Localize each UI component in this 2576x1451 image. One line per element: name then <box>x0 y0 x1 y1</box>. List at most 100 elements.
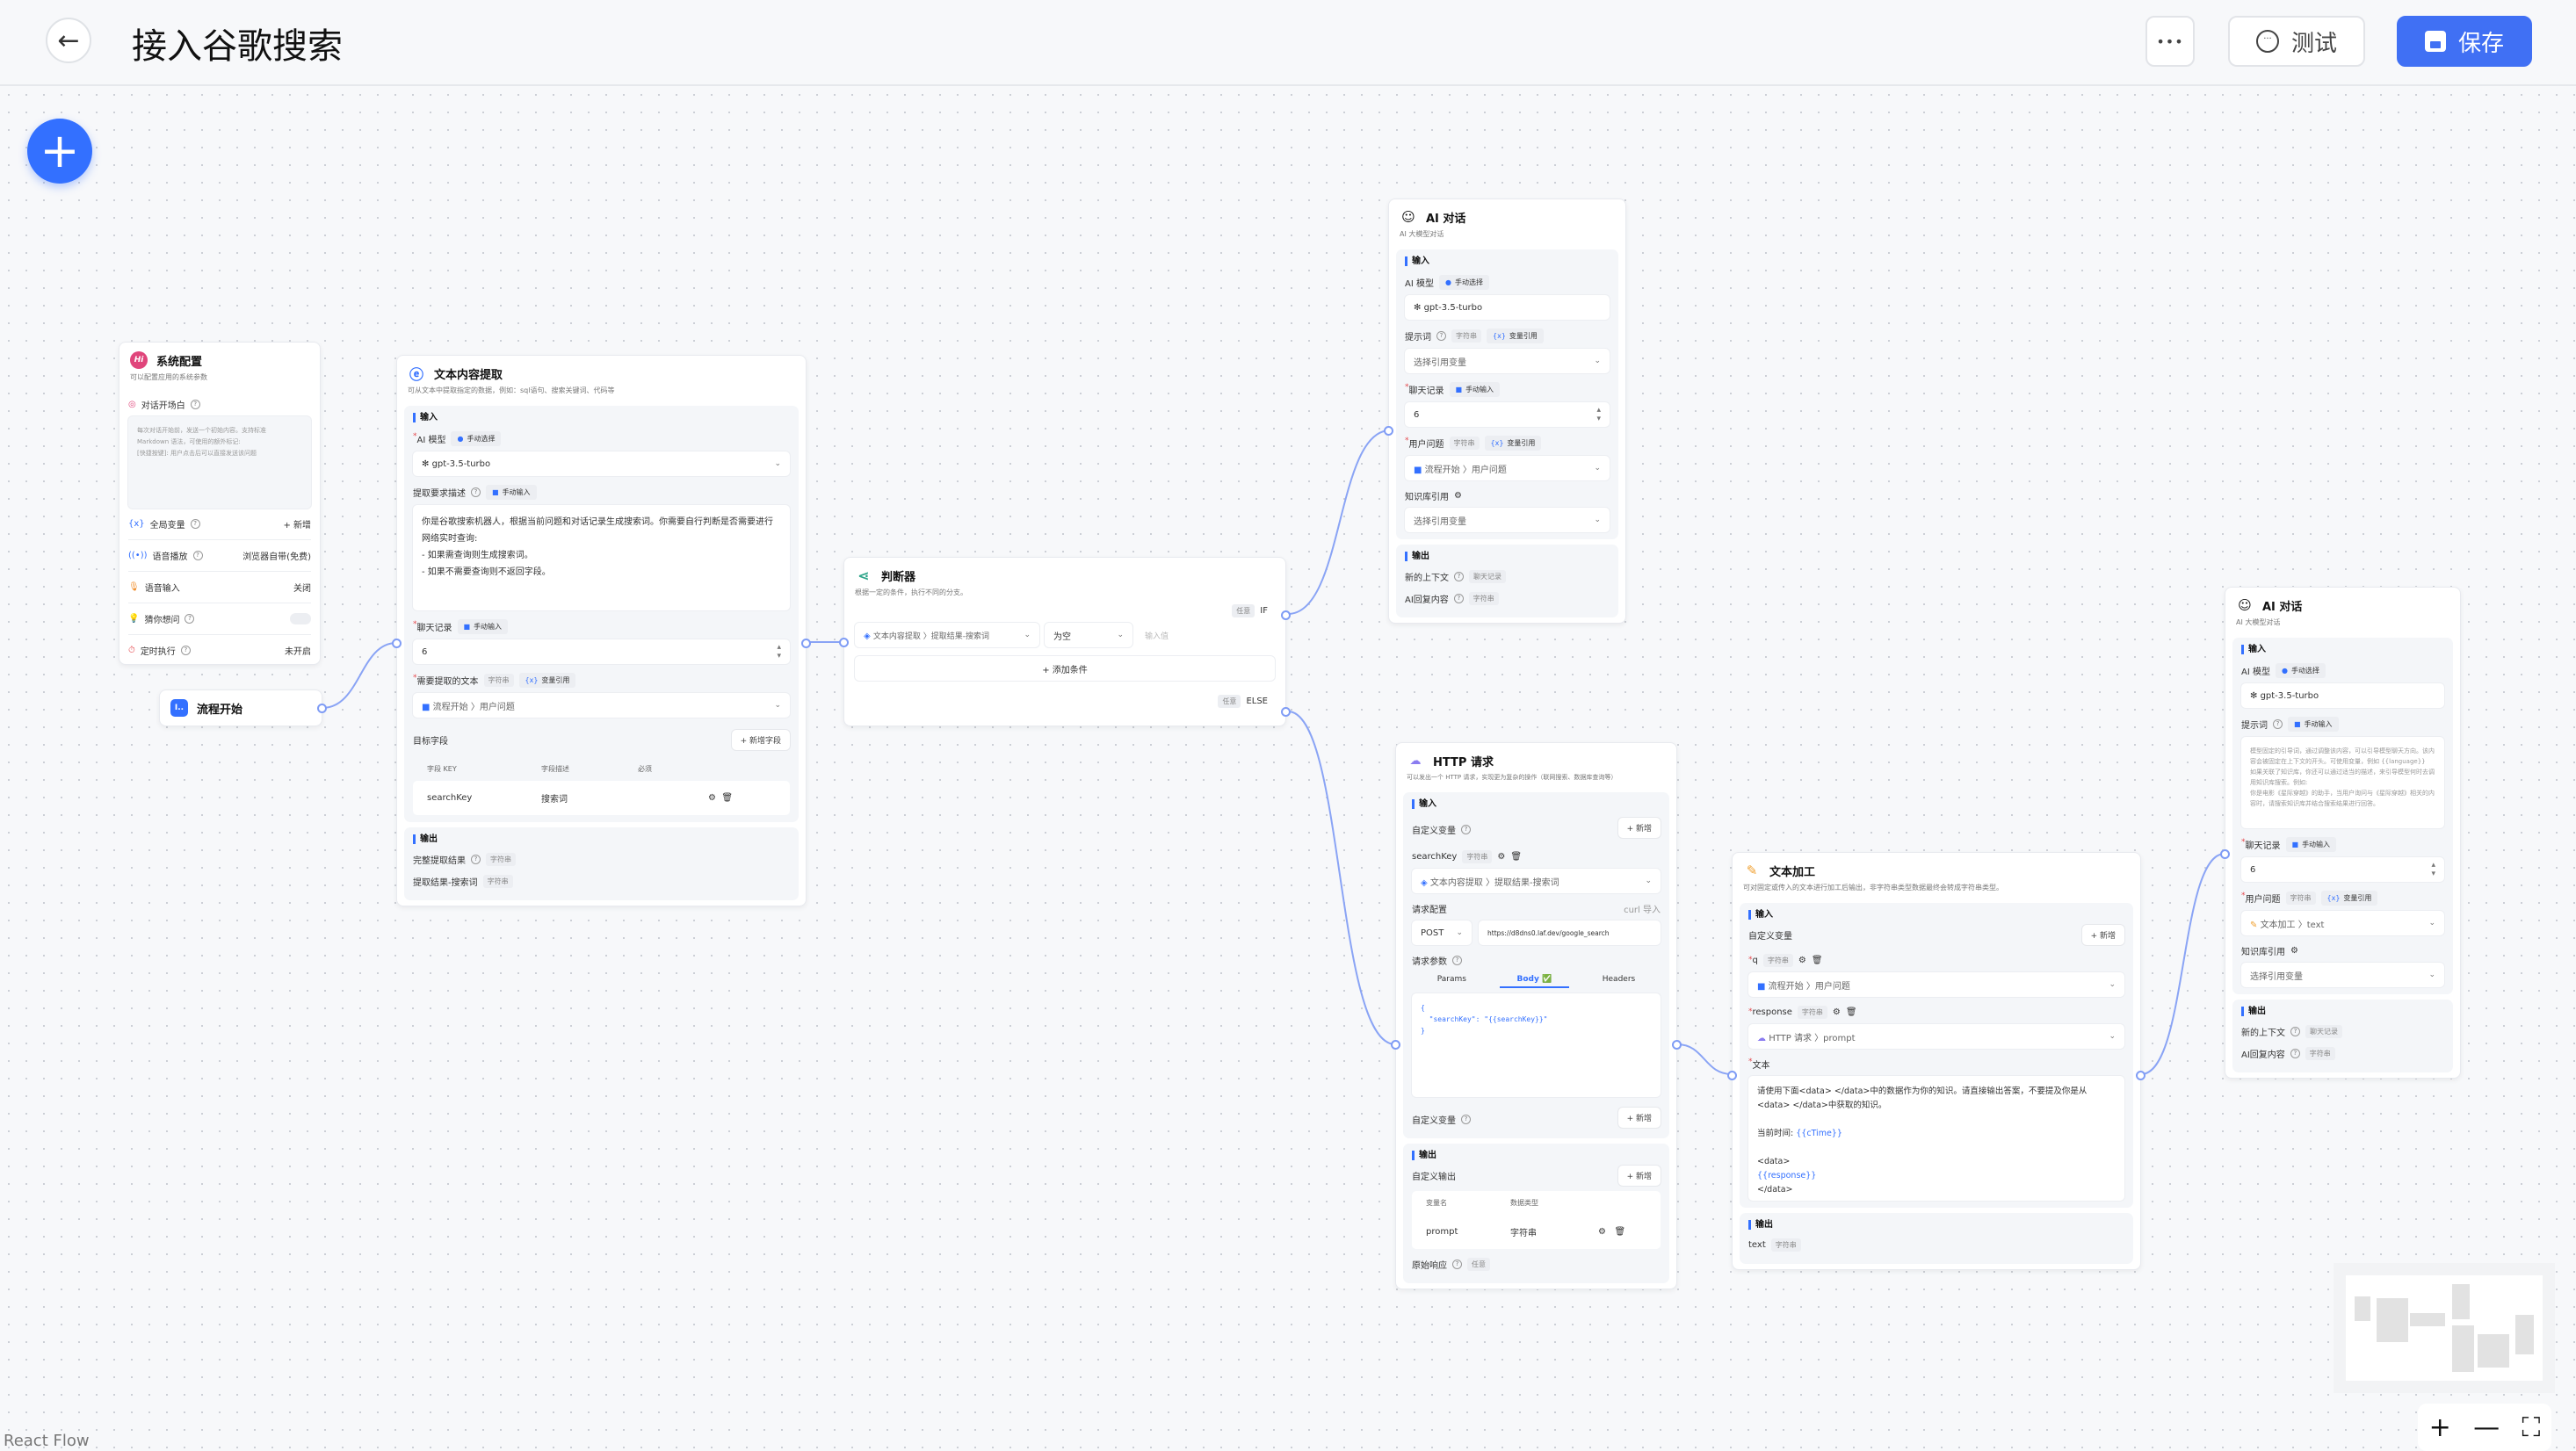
kb-select[interactable]: 选择引用变量⌄ <box>1405 508 1610 532</box>
add-field-button[interactable]: + 新增字段 <box>731 730 790 750</box>
model-select[interactable]: ✻ gpt-3.5-turbo⌄ <box>413 451 790 476</box>
zoom-out-icon[interactable]: — <box>2473 1411 2500 1443</box>
text-editor[interactable]: 请使用下面<data> </data>中的数据作为你的知识。请直接输出答案，不要… <box>1748 1076 2124 1201</box>
ai-chat-node-1[interactable]: ☺AI 对话 AI 大模型对话 输入 AI 模型●手动选择 ✻ gpt-3.5-… <box>1384 199 1626 624</box>
add-output-button[interactable]: + 新增 <box>1617 1166 1661 1186</box>
trash-icon[interactable]: 🗑 <box>1614 1227 1626 1237</box>
back-button[interactable]: ← <box>46 18 91 63</box>
gear-icon[interactable]: ⚙ <box>1798 956 1806 965</box>
condition-operator-select[interactable]: 为空⌄ <box>1045 623 1132 647</box>
source-badge[interactable]: ■手动输入 <box>2288 717 2339 732</box>
voice-input-row[interactable]: 🎙语音输入关闭 <box>128 572 311 603</box>
stepper-icon[interactable]: ▴▾ <box>777 643 781 661</box>
source-badge[interactable]: ■手动输入 <box>2285 837 2337 852</box>
source-badge[interactable]: {x}变量引用 <box>2320 891 2378 906</box>
opening-textarea[interactable]: 每次对话开始前，发送一个初始内容。支持标准 Markdown 语法，可使用的额外… <box>128 416 311 509</box>
condition-value-input[interactable]: 输入值 <box>1145 632 1169 641</box>
react-flow-attribution[interactable]: React Flow <box>4 1432 90 1450</box>
var-select[interactable]: ■ 流程开始 〉用户问题⌄ <box>1748 972 2124 997</box>
target-handle[interactable] <box>1727 1071 1737 1080</box>
more-button[interactable]: ••• <box>2145 16 2195 67</box>
history-stepper[interactable]: 6▴▾ <box>1405 402 1610 427</box>
var-select[interactable]: ◈ 文本内容提取 〉提取结果-搜索词⌄ <box>1412 869 1661 893</box>
text-process-node[interactable]: ✎文本加工 可对固定或传入的文本进行加工后输出，非字符串类型数据最终会转成字符串… <box>1727 852 2145 1270</box>
method-select[interactable]: POST⌄ <box>1412 920 1472 945</box>
model-select[interactable]: ✻ gpt-3.5-turbo <box>2241 683 2444 708</box>
history-stepper[interactable]: 6▴▾ <box>413 639 790 664</box>
source-handle[interactable] <box>2136 1071 2145 1080</box>
history-stepper[interactable]: 6▴▾ <box>2241 857 2444 882</box>
source-handle[interactable] <box>1672 1040 1682 1050</box>
tab-headers[interactable]: Headers <box>1602 975 1636 984</box>
add-condition-button[interactable]: + 添加条件 <box>855 656 1275 681</box>
trash-icon[interactable]: 🗑 <box>721 793 734 803</box>
add-node-button[interactable]: + <box>27 119 92 184</box>
gear-icon[interactable]: ⚙ <box>1497 852 1506 862</box>
minimap[interactable] <box>2346 1275 2543 1381</box>
target-handle[interactable] <box>1384 426 1393 436</box>
trash-icon[interactable]: 🗑 <box>1811 956 1823 965</box>
kb-select[interactable]: 选择引用变量⌄ <box>2241 963 2444 987</box>
condition-variable-select[interactable]: ◈ 文本内容提取 〉提取结果-搜索词⌄ <box>855 623 1039 647</box>
model-select[interactable]: ✻ gpt-3.5-turbo <box>1405 295 1610 320</box>
target-handle[interactable] <box>392 639 402 648</box>
source-handle[interactable] <box>317 704 327 713</box>
target-handle[interactable] <box>839 638 849 647</box>
body-editor[interactable]: { "searchKey": "{{searchKey}}" } <box>1412 993 1661 1097</box>
if-handle[interactable] <box>1281 610 1291 620</box>
var-select[interactable]: ☁ HTTP 请求 〉prompt⌄ <box>1748 1024 2124 1049</box>
else-handle[interactable] <box>1281 707 1291 717</box>
gear-icon[interactable]: ⚙ <box>1832 1007 1841 1017</box>
gear-icon[interactable]: ⚙ <box>1598 1227 1606 1237</box>
tab-params[interactable]: Params <box>1436 975 1466 984</box>
add-variable-button[interactable]: + 新增 <box>1617 818 1661 838</box>
save-button[interactable]: 保存 <box>2397 16 2532 67</box>
add-variable-button[interactable]: + 新增 <box>1617 1108 1661 1128</box>
flow-canvas[interactable] <box>0 86 2576 1451</box>
add-global-var[interactable]: + 新增 <box>283 521 311 531</box>
trash-icon[interactable]: 🗑 <box>1510 852 1523 862</box>
test-button[interactable]: ···测试 <box>2228 16 2365 67</box>
global-vars-row[interactable]: {x}全局变量?+ 新增 <box>128 509 311 540</box>
prompt-textarea[interactable]: 模型固定的引导词，通过调整该内容，可以引导模型聊天方向。该内容会被固定在上下文的… <box>2241 737 2444 828</box>
prompt-select[interactable]: 选择引用变量⌄ <box>1405 349 1610 373</box>
target-handle[interactable] <box>1391 1040 1400 1050</box>
source-badge[interactable]: ●手动选择 <box>2275 663 2326 678</box>
fit-view-icon[interactable]: ⛶ <box>2522 1411 2541 1443</box>
source-handle[interactable] <box>801 639 811 648</box>
suggest-toggle[interactable] <box>290 613 311 624</box>
source-badge[interactable]: {x}变量引用 <box>518 673 576 688</box>
source-badge[interactable]: ●手动选择 <box>451 431 502 446</box>
source-badge[interactable]: ■手动输入 <box>457 619 509 634</box>
question-select[interactable]: ✎ 文本加工 〉text⌄ <box>2241 911 2444 935</box>
zoom-in-icon[interactable]: + <box>2428 1411 2451 1443</box>
gear-icon[interactable]: ⚙ <box>708 793 716 803</box>
url-input[interactable]: https://d8dns0.laf.dev/google_search <box>1479 920 1661 945</box>
gear-icon[interactable]: ⚙ <box>2290 946 2298 956</box>
extract-description-textarea[interactable]: 你是谷歌搜索机器人，根据当前问题和对话记录生成搜索词。你需要自行判断是否需要进行… <box>413 505 790 610</box>
question-select[interactable]: ■ 流程开始 〉用户问题⌄ <box>1405 456 1610 480</box>
suggest-row[interactable]: 💡猜你想问? <box>128 603 311 635</box>
stepper-icon[interactable]: ▴▾ <box>2431 861 2435 878</box>
tab-body[interactable]: Body ✅ <box>1499 972 1570 988</box>
source-badge[interactable]: ■手动输入 <box>1449 382 1501 397</box>
source-badge[interactable]: {x}变量引用 <box>1484 436 1542 451</box>
gear-icon[interactable]: ⚙ <box>1454 491 1462 501</box>
target-handle[interactable] <box>2220 849 2230 859</box>
curl-import-link[interactable]: curl 导入 <box>1624 906 1661 915</box>
schedule-row[interactable]: ⏱定时执行?未开启 <box>128 635 311 666</box>
http-request-node[interactable]: ☁HTTP 请求 可以发出一个 HTTP 请求，实现更为复杂的操作（联网搜索、数… <box>1391 742 1682 1289</box>
add-variable-button[interactable]: + 新增 <box>2081 925 2124 945</box>
ai-chat-node-2[interactable]: ☺AI 对话 AI 大模型对话 输入 AI 模型●手动选择 ✻ gpt-3.5-… <box>2220 587 2461 1079</box>
source-badge[interactable]: ■手动输入 <box>486 485 537 500</box>
source-badge[interactable]: {x}变量引用 <box>1487 328 1544 343</box>
flow-start-node[interactable]: I..流程开始 <box>159 689 327 726</box>
source-badge[interactable]: ●手动选择 <box>1438 275 1489 290</box>
text-select[interactable]: ■ 流程开始 〉用户问题⌄ <box>413 693 790 718</box>
stepper-icon[interactable]: ▴▾ <box>1596 406 1601 423</box>
trash-icon[interactable]: 🗑 <box>1845 1007 1857 1017</box>
tts-row[interactable]: ((•))语音播放?浏览器自带(免费) <box>128 540 311 572</box>
